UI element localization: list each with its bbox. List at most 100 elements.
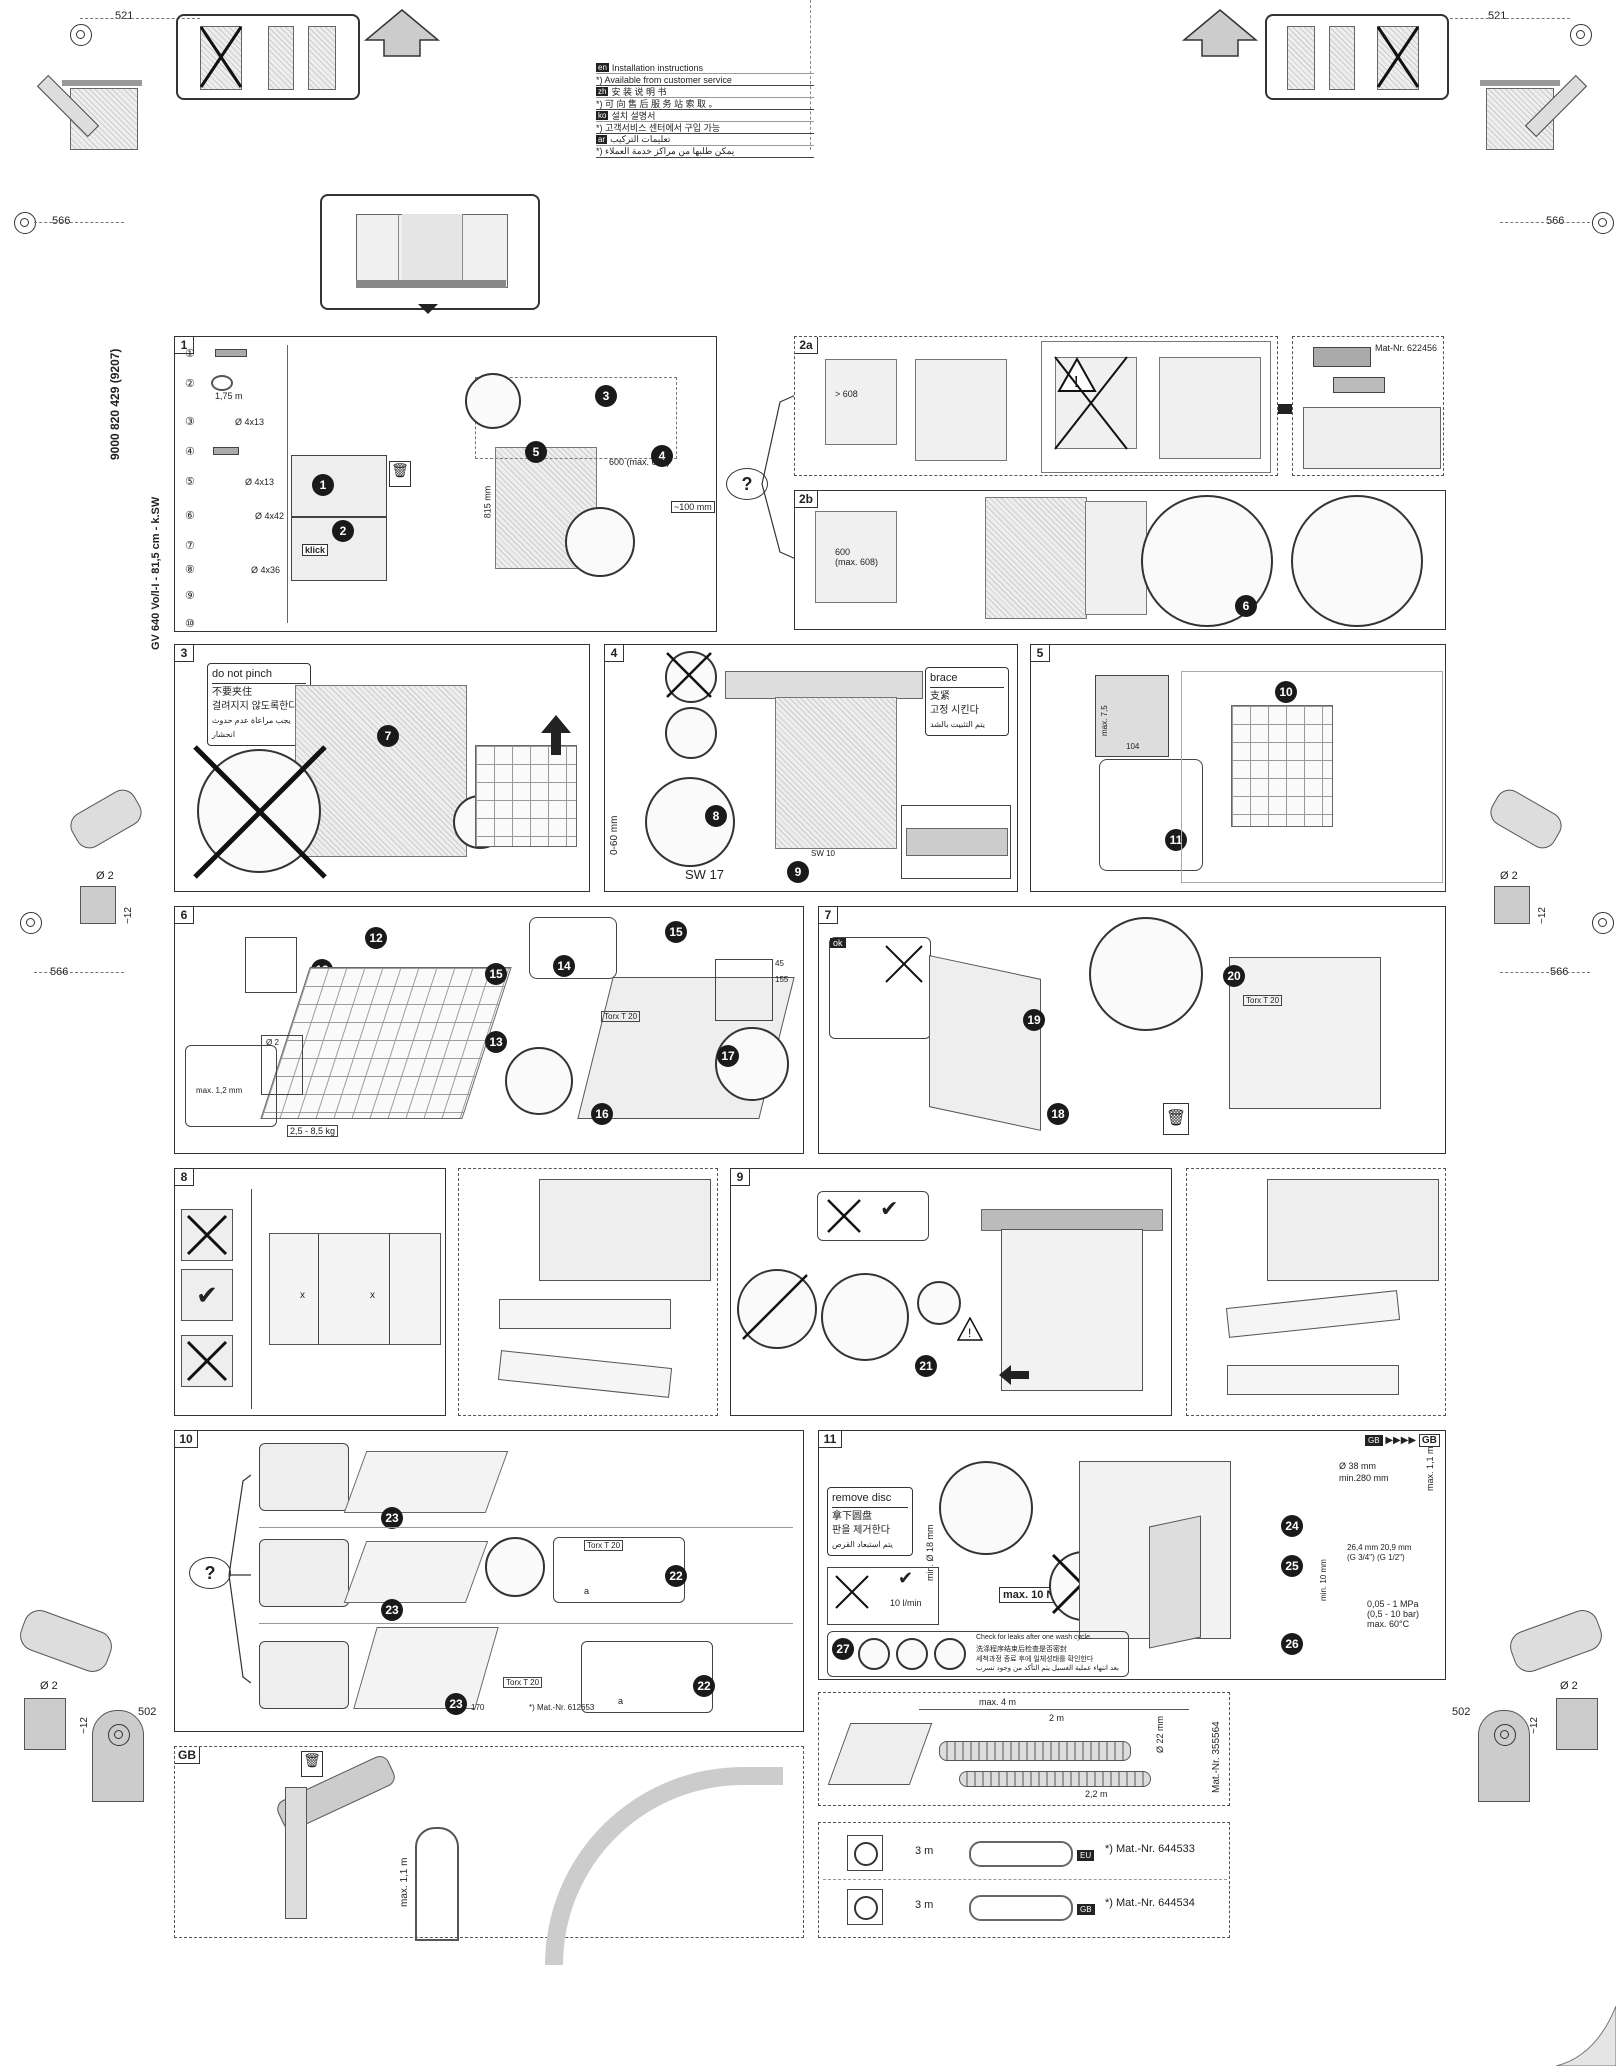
template-sketch: max. 7,5 104 [1095, 675, 1169, 757]
mat-number-eu: *) Mat.-Nr. 644533 [1105, 1843, 1195, 1855]
registration-mark-icon [108, 1724, 130, 1746]
detail-box [245, 937, 297, 993]
panel-number: 4 [605, 645, 624, 662]
detail-circle [465, 373, 521, 429]
detail-circle [1291, 495, 1423, 627]
arrow-left-icon [999, 1365, 1029, 1385]
detail-circle [485, 1537, 545, 1597]
panel-7: 7 ok 19 18 20 Torx T 20 🗑 [818, 906, 1446, 1154]
ok-detail-box: ok [829, 937, 931, 1039]
trash-icon: 🗑 [301, 1751, 323, 1777]
detail-circle [917, 1281, 961, 1325]
hinge-box-right [1265, 14, 1449, 100]
lang-note-ko: *) 고객서비스 센터에서 구입 가능 [596, 122, 814, 134]
cross-icon [666, 652, 712, 698]
cable-icon [969, 1841, 1073, 1867]
lang-note-zh: *) 可 向 售 后 服 务 站 索 取 。 [596, 98, 814, 110]
dim-label: 521 [115, 10, 134, 22]
arrow-up-icon [541, 715, 571, 755]
dishwasher-sketch [295, 685, 467, 857]
cross-icon [199, 26, 243, 88]
panel-number: 11 [819, 1431, 842, 1448]
drill-icon [15, 1605, 117, 1677]
hinge-box-left [176, 14, 360, 100]
panel-number: 2a [795, 337, 818, 354]
hose-extension-panel: max. 4 m 2 m 2,2 m Ø 22 mm Mat.-Nr. 3555… [818, 1692, 1230, 1806]
hinge-rail [1225, 1290, 1401, 1338]
cabinet-sketch [915, 359, 1007, 461]
gap-detail-box: max. 1,2 mm [185, 1045, 277, 1127]
cabinet-sketch [815, 511, 897, 603]
panel-2a: 2a > 608 ! [794, 336, 1278, 476]
drill-icon [65, 784, 147, 854]
cabinet-sketch [825, 359, 897, 445]
panel-number: 7 [819, 907, 838, 924]
branch-lines [228, 1474, 251, 1684]
panel-1: 1 ① ② 1,75 m ③ Ø 4x13 ④ ⑤ Ø 4x13 ⑥ Ø 4x4… [174, 336, 717, 632]
screw-detail-box: a [581, 1641, 713, 1713]
mat-number-gb: *) Mat.-Nr. 644534 [1105, 1897, 1195, 1909]
detail-circle [821, 1273, 909, 1361]
panel-3: 3 do not pinch 不要夹住 걸려지지 않도록한다 يجب مراعا… [174, 644, 590, 892]
callout-do-not-pinch: do not pinch 不要夹住 걸려지지 않도록한다 يجب مراعاة … [207, 663, 311, 746]
cabinet-sketch [1159, 357, 1261, 459]
dishwasher-sketch [539, 1179, 711, 1281]
panel-2a-extra: Mat-Nr. 622456 [1292, 336, 1444, 476]
panel-2b: 2b 600 (max. 608) 6 [794, 490, 1446, 630]
hose-curve [415, 1827, 459, 1941]
registration-mark-icon [1592, 212, 1614, 234]
screw-detail-box: Torx T 20 a [553, 1537, 685, 1603]
panel-number: 3 [175, 645, 194, 662]
panel-number: 1 [175, 337, 194, 354]
gb-socket-icon [847, 1889, 883, 1925]
panel-8-detail [458, 1168, 718, 1416]
svg-text:!: ! [968, 1326, 971, 1340]
adjust-legend-box [901, 805, 1011, 879]
page-curl-icon [1555, 2005, 1617, 2067]
drill-sketch-right-bottom: Ø 2 ~12 502 [1452, 1605, 1607, 1810]
drill-sketch-left-bottom: Ø 2 ~12 502 [15, 1605, 160, 1810]
drill-icon [1485, 784, 1567, 854]
cross-icon [193, 745, 327, 879]
countertop [981, 1209, 1163, 1231]
dim-label: 521 [1488, 10, 1507, 22]
hinge-rail [1227, 1365, 1399, 1395]
plinth-sketch [343, 1451, 509, 1513]
arrow-up-left [362, 8, 442, 63]
callout-brace: brace 支紧 고정 시킨다 يتم التثبيت بالشد [925, 667, 1009, 736]
lang-note-en: *) Available from customer service [596, 74, 814, 86]
drill-detail-box: Ø 2 [261, 1035, 303, 1095]
detail-circle [565, 507, 635, 577]
hinge-rail [499, 1299, 671, 1329]
hose-fitting [285, 1787, 307, 1919]
step-1-box: 1 [291, 455, 387, 517]
panel-9-detail [1186, 1168, 1446, 1416]
fold-line [810, 0, 811, 150]
mat-number: Mat-Nr. 622456 [1375, 343, 1438, 353]
registration-mark-icon [1592, 912, 1614, 934]
detail-circle [1089, 917, 1203, 1031]
registration-mark-icon [20, 912, 42, 934]
leak-check-box: 27 Check for leaks after one wash cycle.… [827, 1631, 1129, 1677]
detail-box [529, 917, 617, 979]
plinth-sketch [343, 1541, 489, 1603]
cable-icon [969, 1895, 1073, 1921]
warning-icon: ! [957, 1317, 983, 1341]
pencil-detail-box [1099, 759, 1203, 871]
callout-remove-disc: remove disc 拿下圆盘 판을 제거한다 يتم استبعاد الق… [827, 1487, 913, 1556]
drill-icon [1505, 1605, 1607, 1677]
gb-badge: GB ▶▶▶▶ GB [1365, 1434, 1440, 1447]
branch-lines [761, 393, 799, 561]
drill-sketch-right-middle: Ø 2 ~12 [1480, 784, 1590, 930]
drill-sketch-left-middle: Ø 2 ~12 [40, 784, 150, 930]
side-title-code: 9000 820 429 (9207) [108, 348, 122, 460]
panel-6: 6 12 13 Ø 2 max. 1,2 mm 2,5 - 8,5 kg 15 … [174, 906, 804, 1154]
tap-box: ✔ 10 l/min [827, 1567, 939, 1625]
top-right-cabinet-sketch [1480, 68, 1610, 150]
arrow-down-icon [418, 304, 438, 314]
